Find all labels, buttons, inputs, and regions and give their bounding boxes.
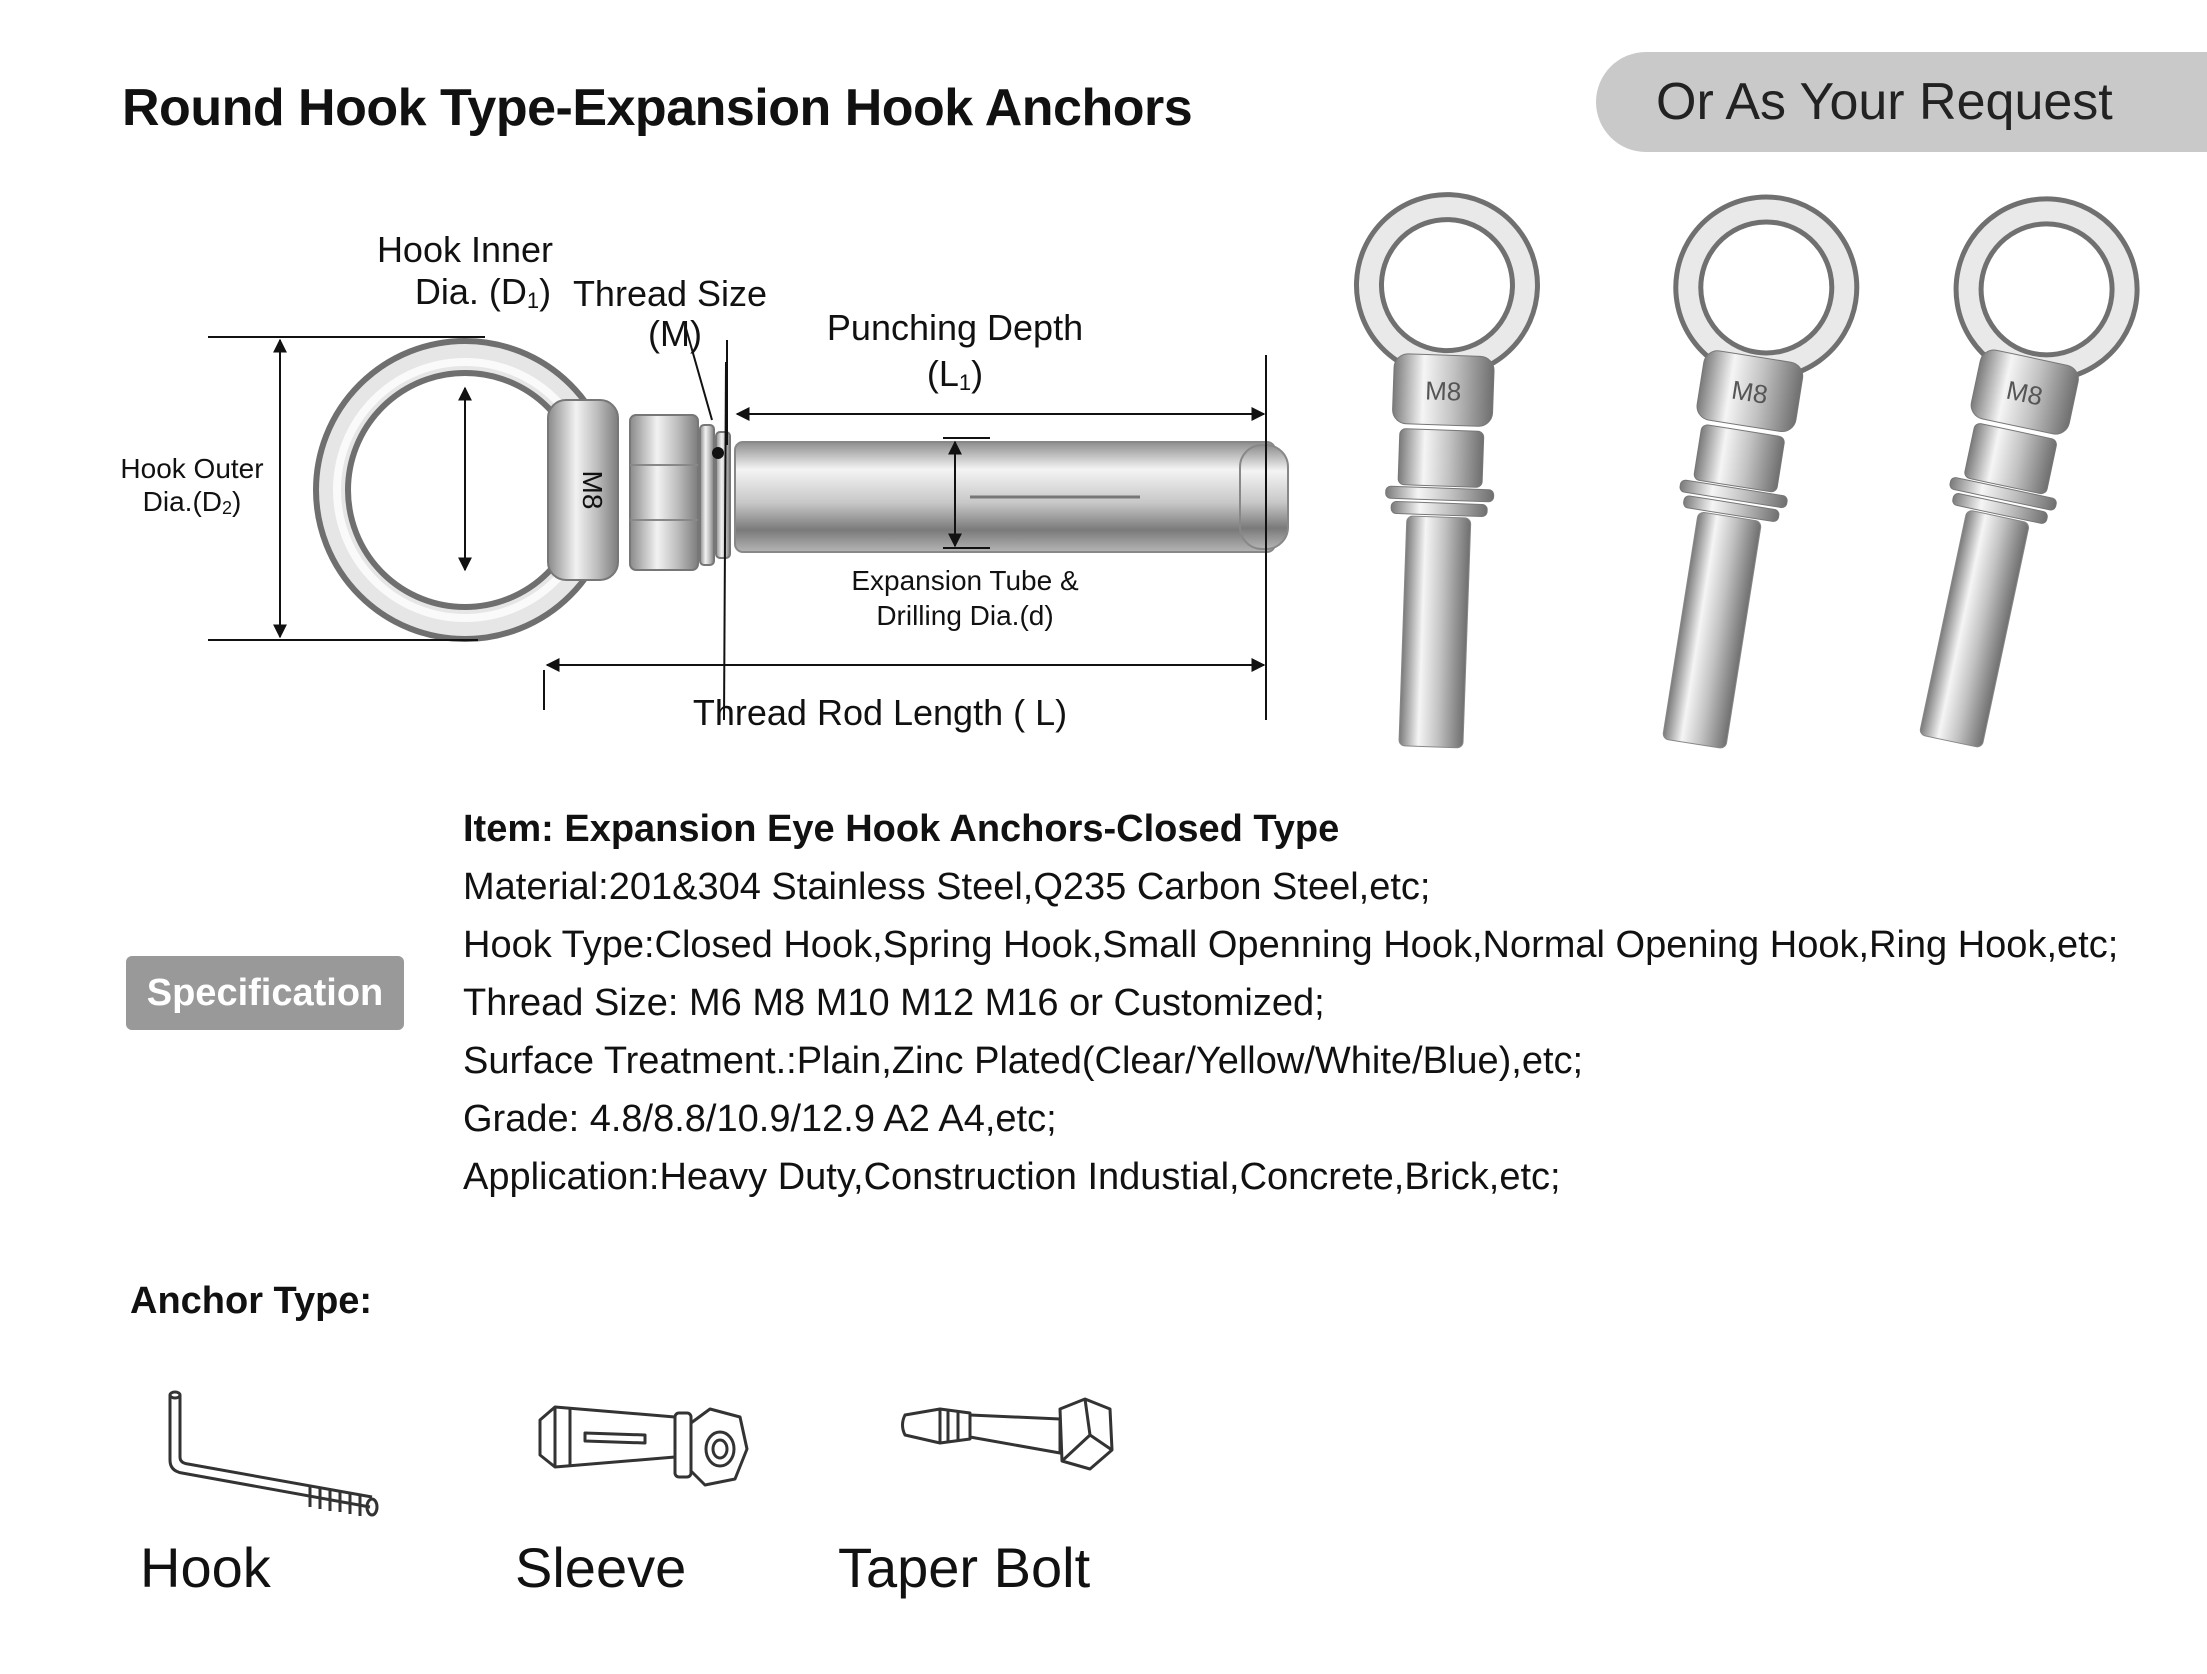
anchor-label-hook: Hook bbox=[140, 1536, 271, 1599]
sleeve-anchor-icon bbox=[538, 1405, 749, 1487]
dimension-diagram: M8 Hook Inner Dia. (D1) Thread Size (M) … bbox=[120, 229, 1289, 733]
taper-bolt-icon bbox=[901, 1397, 1114, 1471]
hook-inner-label-2: Dia. (D1) bbox=[415, 271, 551, 313]
specification-badge: Specification bbox=[126, 956, 404, 1030]
dimension-lines bbox=[208, 324, 1267, 721]
washer bbox=[699, 424, 715, 566]
photo-marking: M8 bbox=[1730, 375, 1770, 410]
anchor-label-sleeve: Sleeve bbox=[515, 1536, 687, 1599]
request-badge: Or As Your Request bbox=[1596, 52, 2207, 152]
thread-size-label-1: Thread Size bbox=[573, 273, 767, 314]
spec-line-material: Material:201&304 Stainless Steel,Q235 Ca… bbox=[463, 866, 1431, 908]
punching-depth-label-1: Punching Depth bbox=[827, 307, 1083, 348]
anchor-photo-2: M8 bbox=[1662, 194, 1860, 749]
hook-inner-label-1: Hook Inner bbox=[377, 229, 553, 270]
tube-end bbox=[1239, 444, 1289, 550]
product-photo: M8 M8 M8 bbox=[1353, 192, 2140, 749]
page-title: Round Hook Type-Expansion Hook Anchors bbox=[122, 79, 1193, 137]
spec-line-surface: Surface Treatment.:Plain,Zinc Plated(Cle… bbox=[463, 1040, 1584, 1082]
specification-list: Item: Expansion Eye Hook Anchors-Closed … bbox=[463, 800, 2207, 1206]
hex-nut bbox=[629, 414, 699, 571]
hook-outer-label-1: Hook Outer bbox=[120, 453, 263, 484]
anchor-label-taper-bolt: Taper Bolt bbox=[838, 1536, 1091, 1599]
l-hook-bolt-icon bbox=[168, 1390, 379, 1517]
spring-washer bbox=[715, 431, 731, 559]
spec-line-grade: Grade: 4.8/8.8/10.9/12.9 A2 A4,etc; bbox=[463, 1098, 1057, 1140]
spec-line-thread-size: Thread Size: M6 M8 M10 M12 M16 or Custom… bbox=[463, 982, 1325, 1024]
spec-line-hook-type: Hook Type:Closed Hook,Spring Hook,Small … bbox=[463, 924, 2119, 966]
photo-marking: M8 bbox=[1425, 375, 1462, 406]
spec-line-item: Item: Expansion Eye Hook Anchors-Closed … bbox=[463, 808, 1340, 850]
punching-depth-label-2: (L1) bbox=[927, 353, 983, 395]
eye-collar: M8 bbox=[547, 399, 619, 581]
expansion-tube-label-1: Expansion Tube & bbox=[851, 565, 1079, 596]
thread-rod-label: Thread Rod Length ( L) bbox=[693, 692, 1067, 733]
photo-marking: M8 bbox=[2004, 375, 2046, 412]
expansion-tube-label-2: Drilling Dia.(d) bbox=[876, 600, 1053, 631]
nut-marking: M8 bbox=[577, 471, 608, 510]
spec-line-application: Application:Heavy Duty,Construction Indu… bbox=[463, 1156, 1561, 1198]
thread-size-label-2: (M) bbox=[648, 313, 702, 354]
anchor-type-heading: Anchor Type: bbox=[130, 1280, 373, 1322]
hook-outer-label-2: Dia.(D2) bbox=[143, 486, 242, 518]
anchor-photo-1: M8 bbox=[1353, 192, 1540, 749]
anchor-photo-3: M8 bbox=[1919, 196, 2140, 748]
